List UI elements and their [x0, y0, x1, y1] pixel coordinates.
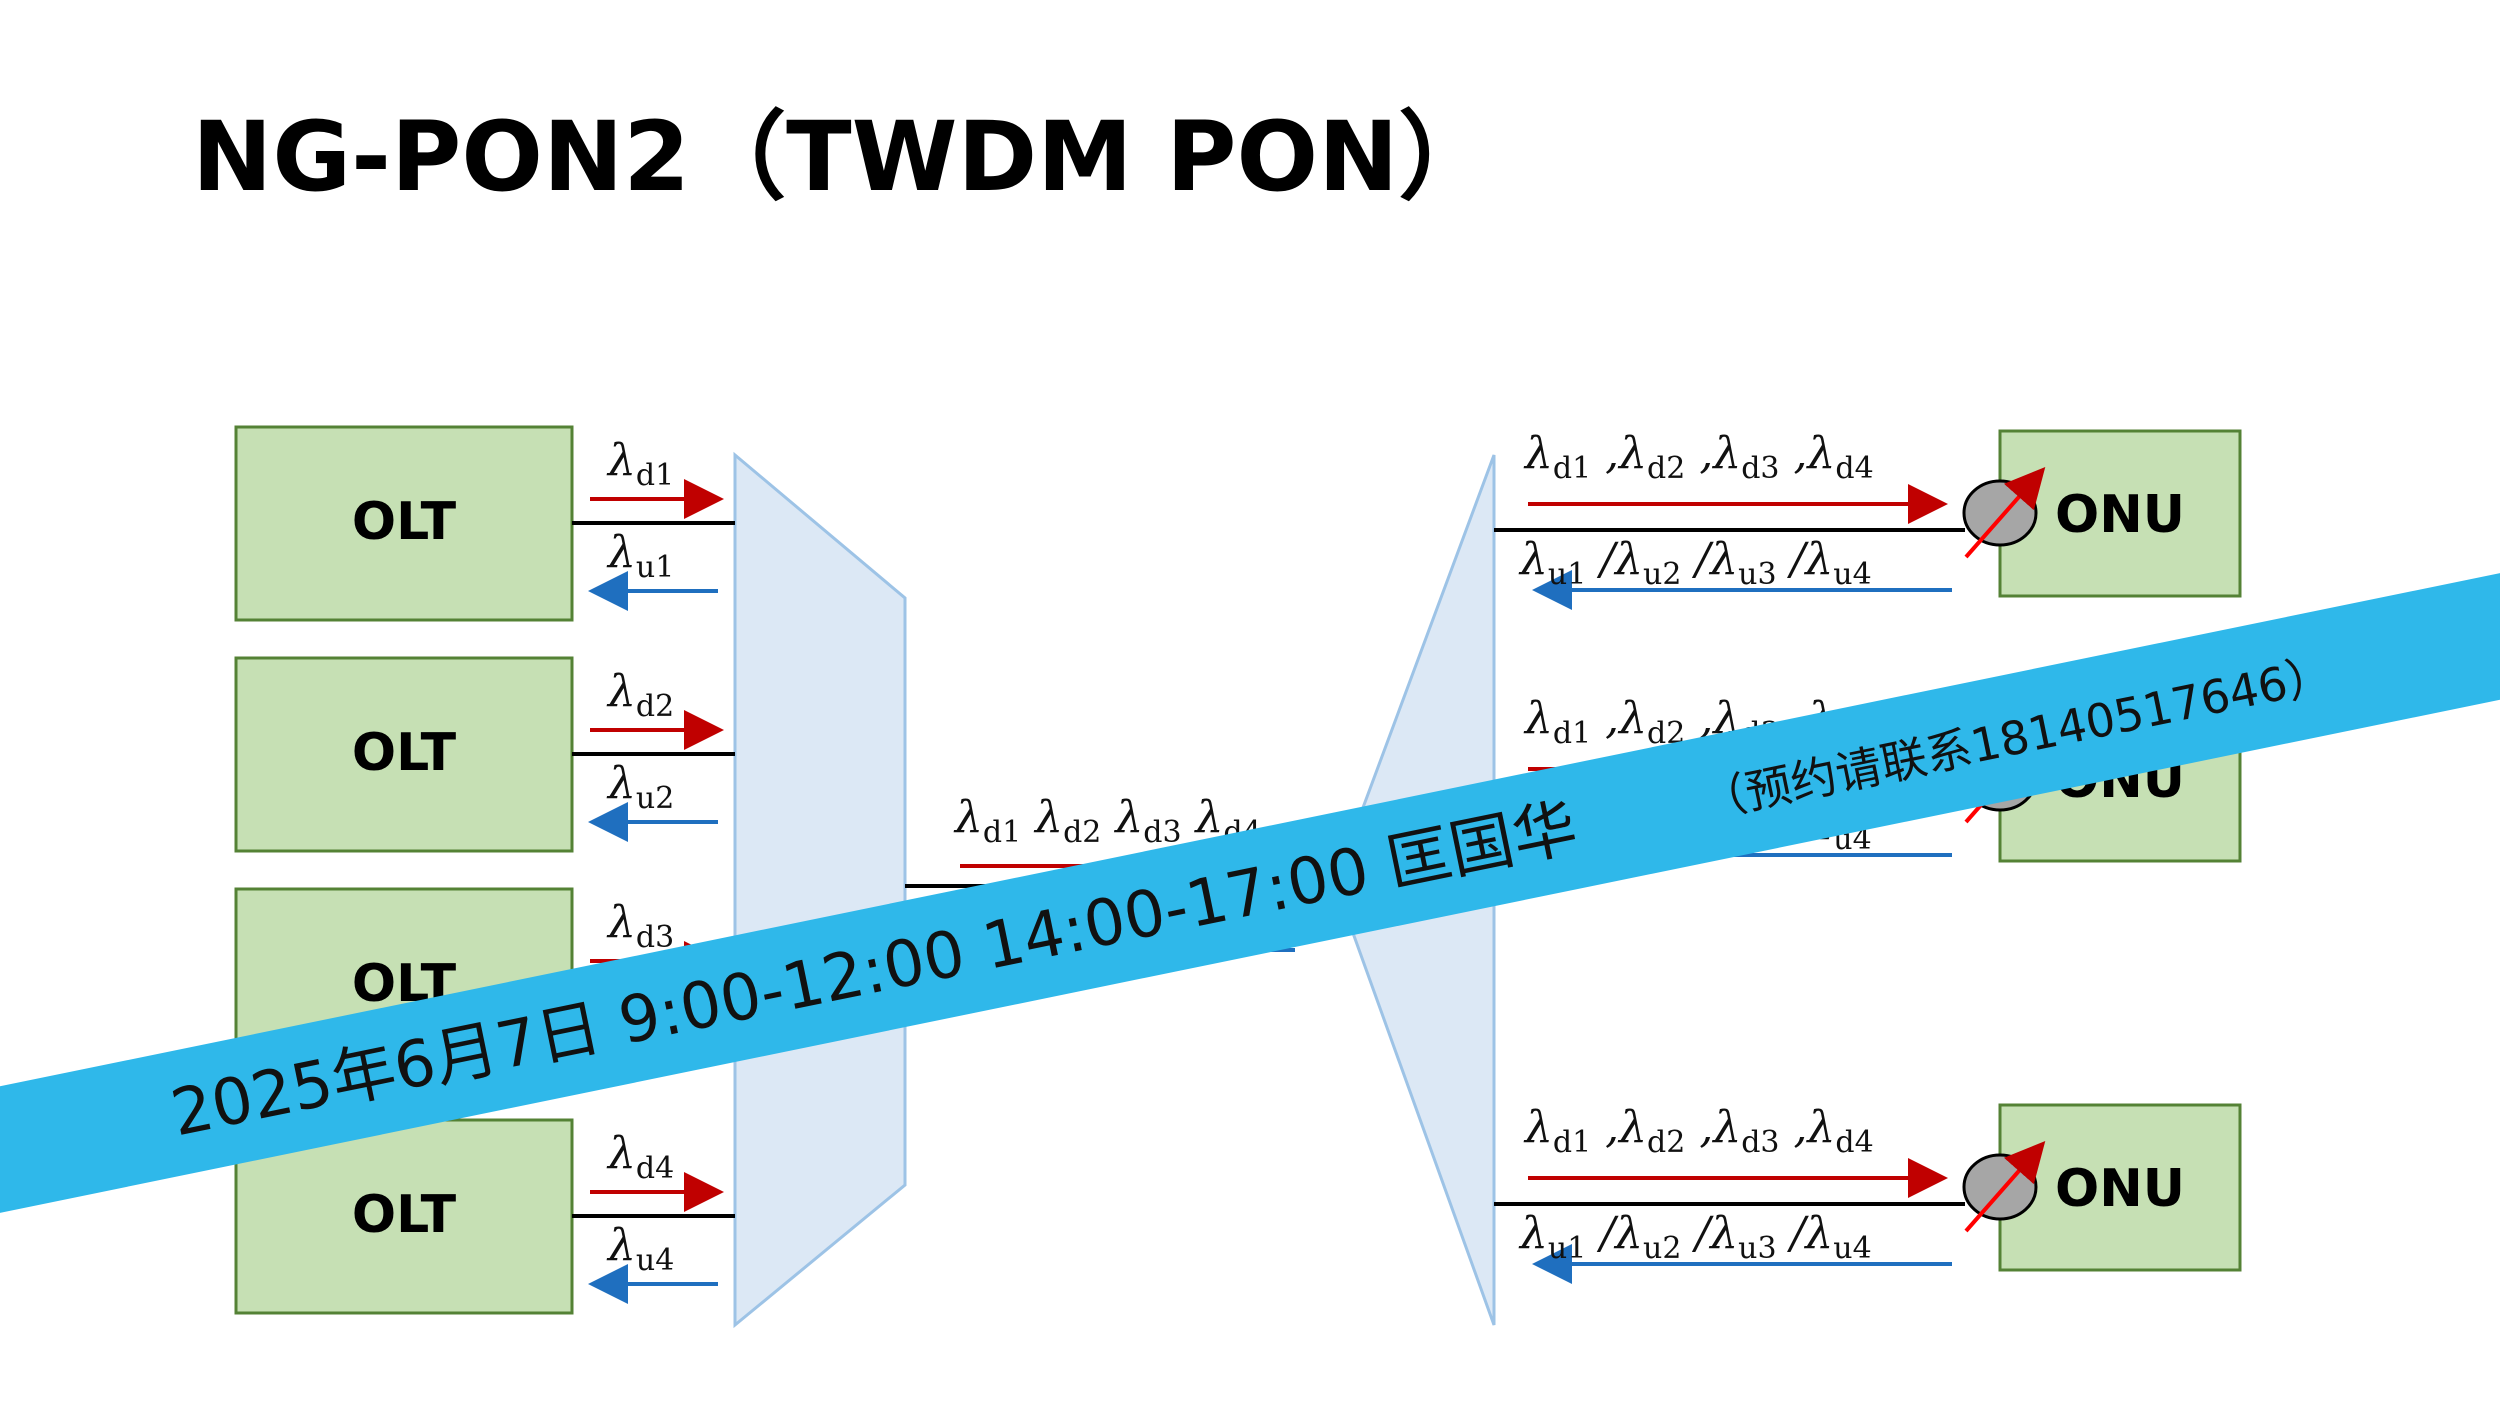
onu-unit: ONU λd1 ,λd2 ,λd3 ,λd4 λu1 /λu2 /λu3 /λu4	[1494, 428, 2242, 610]
banner-stripe	[0, 546, 2500, 1240]
tuning-arrow	[1964, 1140, 2046, 1233]
onu-downstream-label: λd1 ,λd2 ,λd3 ,λd4	[1523, 1102, 1874, 1160]
downstream-wavelength-label: λd4	[606, 1128, 674, 1186]
olt-label: OLT	[352, 723, 457, 783]
onu-downstream-label: λd1 ,λd2 ,λd3 ,λd4	[1523, 428, 1874, 486]
upstream-wavelength-label: λu2	[606, 758, 674, 816]
tunable-filter-icon	[1962, 1140, 2046, 1233]
olt-unit: OLT λd2 λu2	[234, 656, 735, 853]
wdm-mux-left	[733, 451, 907, 1329]
downstream-wavelength-label: λd3	[606, 897, 674, 955]
olt-box	[234, 425, 574, 622]
page-title: NG-PON2（TWDM PON）	[192, 101, 1494, 213]
onu-label: ONU	[2055, 485, 2185, 545]
olt-unit: OLT λd1 λu1	[234, 425, 735, 622]
tunable-filter-icon	[1962, 466, 2046, 559]
onu-upstream-label: λu1 /λu2 /λu3 /λu4	[1518, 534, 1872, 592]
onu-unit: ONU λd1 ,λd2 ,λd3 ,λd4 λu1 /λu2 /λu3 /λu4	[1494, 1102, 2242, 1284]
olt-label: OLT	[352, 1185, 457, 1245]
onu-box	[1998, 429, 2242, 598]
tuning-arrow	[1964, 466, 2046, 559]
downstream-wavelength-label: λd1	[606, 435, 674, 493]
onu-label: ONU	[2055, 1159, 2185, 1219]
onu-upstream-label: λu1 /λu2 /λu3 /λu4	[1518, 1208, 1872, 1266]
upstream-wavelength-label: λu1	[606, 527, 674, 585]
upstream-wavelength-label: λu4	[606, 1220, 674, 1278]
downstream-wavelength-label: λd2	[606, 666, 674, 724]
olt-label: OLT	[352, 492, 457, 552]
